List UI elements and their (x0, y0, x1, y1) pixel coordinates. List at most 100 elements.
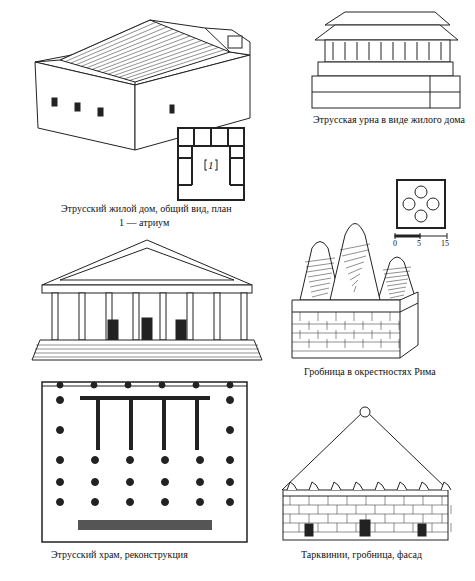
stroke (214, 293, 220, 340)
stroke (356, 505, 357, 514)
stroke (390, 330, 391, 339)
stroke (413, 523, 414, 532)
stroke (300, 330, 301, 339)
stroke (127, 499, 134, 506)
stroke (388, 287, 406, 290)
stroke (124, 47, 218, 78)
stroke (337, 523, 338, 532)
stroke (187, 293, 193, 340)
stroke (129, 398, 133, 450)
stroke (91, 382, 97, 388)
stroke (441, 42, 442, 60)
stroke (241, 293, 247, 340)
stroke (331, 482, 341, 490)
stroke (386, 279, 408, 282)
stroke (309, 339, 310, 348)
caption-label: Этрусский жилой дом, общий вид, план (60, 203, 233, 214)
stroke (127, 479, 134, 486)
stroke (352, 280, 358, 286)
stroke (309, 496, 310, 505)
stroke (305, 258, 335, 262)
stroke (336, 312, 337, 321)
stroke (451, 505, 452, 514)
stroke (419, 482, 429, 490)
stroke (227, 479, 234, 486)
stroke (290, 514, 291, 523)
stroke (309, 278, 331, 282)
stroke (287, 482, 297, 490)
stroke (394, 505, 395, 514)
stroke (369, 42, 370, 60)
stroke (92, 499, 99, 506)
stroke (372, 312, 373, 321)
stroke (57, 397, 64, 404)
stroke (133, 293, 139, 340)
stroke (357, 42, 358, 60)
stroke (404, 496, 405, 505)
stroke (318, 523, 319, 532)
stroke (356, 523, 357, 532)
stroke (33, 357, 261, 358)
stroke (119, 45, 213, 77)
stroke (307, 268, 333, 272)
stroke (336, 330, 337, 339)
stroke (197, 499, 204, 506)
stroke (34, 353, 260, 354)
stroke (381, 42, 382, 60)
stroke (318, 312, 319, 321)
house-plan (178, 128, 244, 200)
stroke (342, 250, 368, 256)
stroke (394, 523, 395, 532)
caption-label: Тарквинии, гробница, фасад (300, 549, 423, 560)
stroke (92, 479, 99, 486)
caption-label: 1 (207, 159, 215, 171)
tomb-plan (395, 180, 447, 239)
stroke (309, 482, 319, 490)
stroke (413, 505, 414, 514)
stroke (57, 457, 64, 464)
stroke (127, 457, 134, 464)
stroke (310, 283, 330, 287)
stroke (195, 398, 199, 450)
stroke (327, 321, 328, 330)
caption-label: Этрусский храм, реконструкция (50, 549, 189, 560)
stroke (432, 505, 433, 514)
stroke (397, 482, 407, 490)
stroke (308, 273, 332, 277)
stroke (162, 398, 166, 450)
stroke (114, 43, 208, 76)
stroke (312, 293, 328, 297)
stroke (227, 382, 233, 388)
stroke (57, 499, 64, 506)
stroke (309, 514, 310, 523)
stroke (328, 496, 329, 505)
tomb-cones (292, 224, 418, 359)
stroke (292, 342, 400, 343)
caption-label: 15 (440, 240, 450, 249)
stroke (57, 382, 63, 388)
stroke (309, 321, 310, 330)
temple-plan (42, 382, 247, 542)
stroke (375, 523, 376, 532)
stroke (292, 324, 400, 325)
stroke (227, 397, 234, 404)
stroke (162, 479, 169, 486)
caption-label: 1 — атриум (118, 217, 170, 228)
stroke (337, 505, 338, 514)
stroke (79, 293, 85, 340)
stroke (363, 321, 364, 330)
urn-house (312, 12, 460, 108)
stroke (197, 457, 204, 464)
stroke (442, 496, 443, 505)
stroke (385, 496, 386, 505)
stroke (381, 339, 382, 348)
stroke (372, 330, 373, 339)
stroke (429, 42, 430, 60)
stroke (354, 286, 356, 292)
stroke (96, 398, 100, 450)
stroke (57, 427, 64, 434)
stroke (108, 41, 201, 75)
stroke (423, 496, 424, 505)
stroke (347, 514, 348, 523)
stroke (160, 293, 166, 340)
